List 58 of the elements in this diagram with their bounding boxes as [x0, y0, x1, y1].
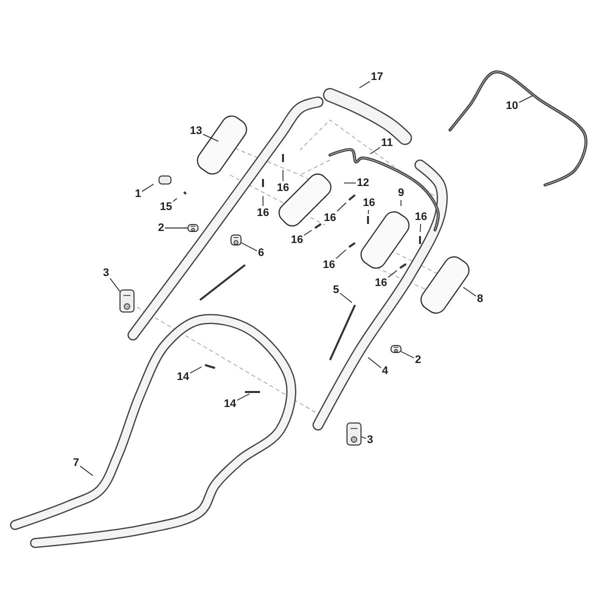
- callout-number: 13: [190, 125, 202, 137]
- callout-number: 3: [102, 267, 110, 279]
- callout-number: 12: [356, 177, 370, 189]
- callout-number: 16: [276, 182, 290, 194]
- callout-number: 16: [256, 207, 270, 219]
- leader-line: [368, 210, 369, 214]
- leader-line: [518, 95, 533, 103]
- callout-number: 14: [224, 398, 236, 410]
- leader-line: [360, 436, 366, 439]
- cable-clip-drawing: [390, 345, 402, 353]
- callout-number: 11: [381, 137, 393, 149]
- callout-number: 1: [134, 188, 142, 200]
- callout-number: 16: [324, 212, 336, 224]
- callout-number: 6: [258, 247, 264, 259]
- leader-line: [368, 357, 382, 368]
- switch-drawing: [230, 234, 242, 246]
- leader-line: [236, 393, 250, 401]
- leader-line: [336, 202, 347, 212]
- leader-line: [202, 134, 219, 142]
- callout-number: 16: [362, 197, 376, 209]
- leader-line: [340, 292, 352, 303]
- callout-number: 2: [414, 354, 422, 366]
- callout-number: 14: [176, 371, 190, 383]
- leader-line: [142, 184, 154, 192]
- callout-number: 5: [332, 284, 340, 296]
- callout-number: 7: [72, 457, 80, 469]
- leader-line: [262, 196, 264, 206]
- leader-line: [462, 286, 476, 297]
- callout-number: 17: [370, 71, 384, 83]
- lever-drawing: [346, 422, 362, 446]
- callout-number: 16: [322, 259, 336, 271]
- leader-line: [344, 182, 356, 184]
- callout-number: 16: [290, 234, 304, 246]
- callout-number: 8: [476, 293, 484, 305]
- callout-number: 2: [158, 222, 164, 234]
- callout-number: 16: [374, 277, 388, 289]
- leader-line: [388, 270, 398, 278]
- callout-number: 3: [366, 434, 374, 446]
- leader-line: [370, 146, 381, 154]
- callout-number: 10: [506, 100, 518, 112]
- leader-line: [172, 198, 178, 202]
- callout-number: 15: [160, 201, 172, 213]
- leader-line: [282, 170, 284, 182]
- leader-line: [304, 230, 312, 236]
- leader-line: [400, 351, 414, 358]
- lever-drawing: [120, 290, 134, 312]
- callout-number: 9: [398, 187, 404, 199]
- leader-line: [358, 80, 370, 88]
- leader-line: [420, 224, 422, 232]
- cable-clip-drawing: [188, 224, 198, 232]
- callout-number: 16: [414, 211, 428, 223]
- leader-line: [190, 366, 202, 374]
- callout-number: 4: [382, 365, 388, 377]
- leader-line: [240, 242, 258, 252]
- leader-line: [80, 466, 94, 476]
- leader-line: [110, 278, 120, 292]
- leader-line: [400, 200, 402, 206]
- leader-line: [336, 249, 346, 260]
